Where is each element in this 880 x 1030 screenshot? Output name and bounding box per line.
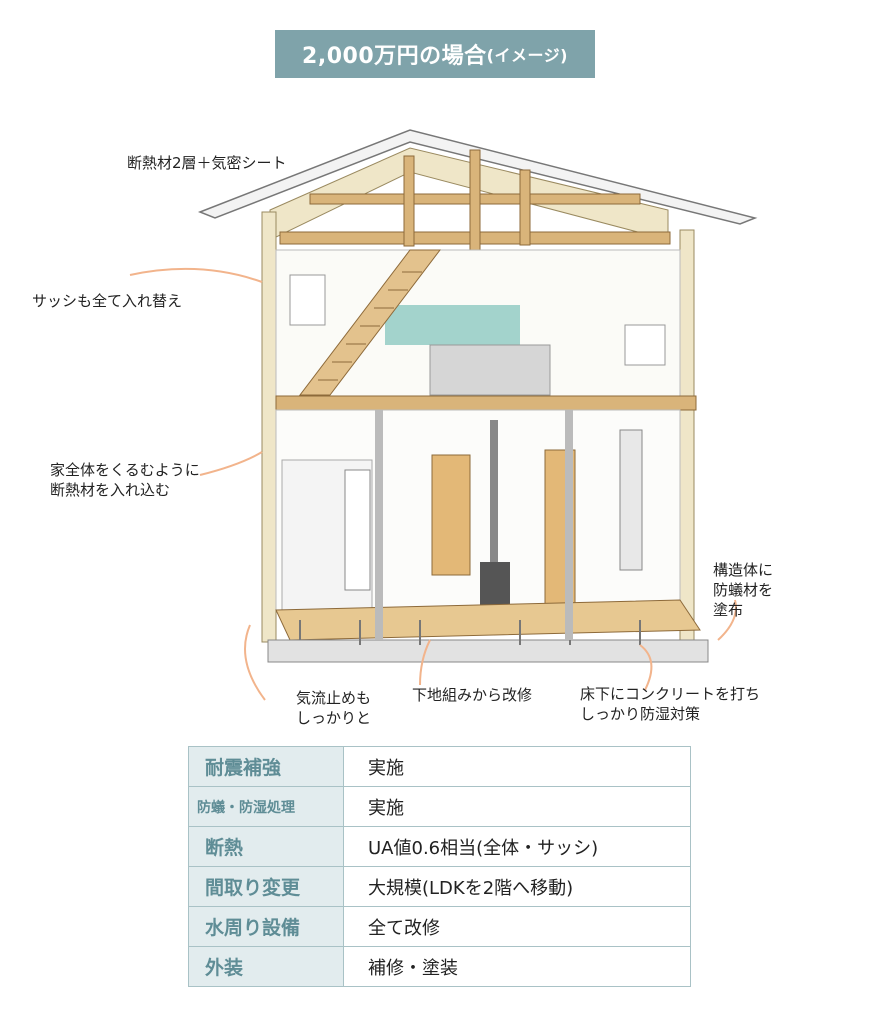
- spec-key: 外装: [188, 946, 344, 987]
- table-row: 間取り変更 大規模(LDKを2階へ移動): [188, 866, 691, 907]
- table-row: 防蟻・防湿処理 実施: [188, 786, 691, 827]
- spec-key: 防蟻・防湿処理: [188, 786, 344, 827]
- spec-key: 耐震補強: [188, 746, 344, 787]
- annotation-termite: 構造体に 防蟻材を 塗布: [713, 561, 774, 619]
- house-cross-section-illustration: [129, 129, 758, 701]
- spec-value: 全て改修: [343, 906, 691, 947]
- page-title: 2,000万円の場合(イメージ): [275, 30, 595, 78]
- table-row: 耐震補強 実施: [188, 746, 691, 787]
- spec-value: 実施: [343, 746, 691, 787]
- annotation-concrete: 床下にコンクリートを打ち しっかり防湿対策: [580, 685, 761, 723]
- spec-value: UA値0.6相当(全体・サッシ): [343, 826, 691, 867]
- spec-value: 補修・塗装: [343, 946, 691, 987]
- annotation-groundwork: 下地組みから改修: [412, 686, 533, 704]
- spec-value: 大規模(LDKを2階へ移動): [343, 866, 691, 907]
- spec-key: 断熱: [188, 826, 344, 867]
- title-sub: (イメージ): [486, 46, 568, 65]
- spec-key: 水周り設備: [188, 906, 344, 947]
- annotation-roof-insulation: 断熱材2層＋気密シート: [127, 154, 287, 172]
- table-row: 水周り設備 全て改修: [188, 906, 691, 947]
- table-row: 外装 補修・塗装: [188, 946, 691, 987]
- annotation-sash: サッシも全て入れ替え: [32, 292, 183, 310]
- table-row: 断熱 UA値0.6相当(全体・サッシ): [188, 826, 691, 867]
- spec-table: 耐震補強 実施 防蟻・防湿処理 実施 断熱 UA値0.6相当(全体・サッシ) 間…: [188, 746, 691, 987]
- annotation-airflow: 気流止めも しっかりと: [296, 689, 372, 727]
- annotation-wrap-insulation: 家全体をくるむように 断熱材を入れ込む: [50, 461, 200, 499]
- spec-value: 実施: [343, 786, 691, 827]
- spec-key: 間取り変更: [188, 866, 344, 907]
- title-main: 2,000万円の場合: [302, 44, 487, 69]
